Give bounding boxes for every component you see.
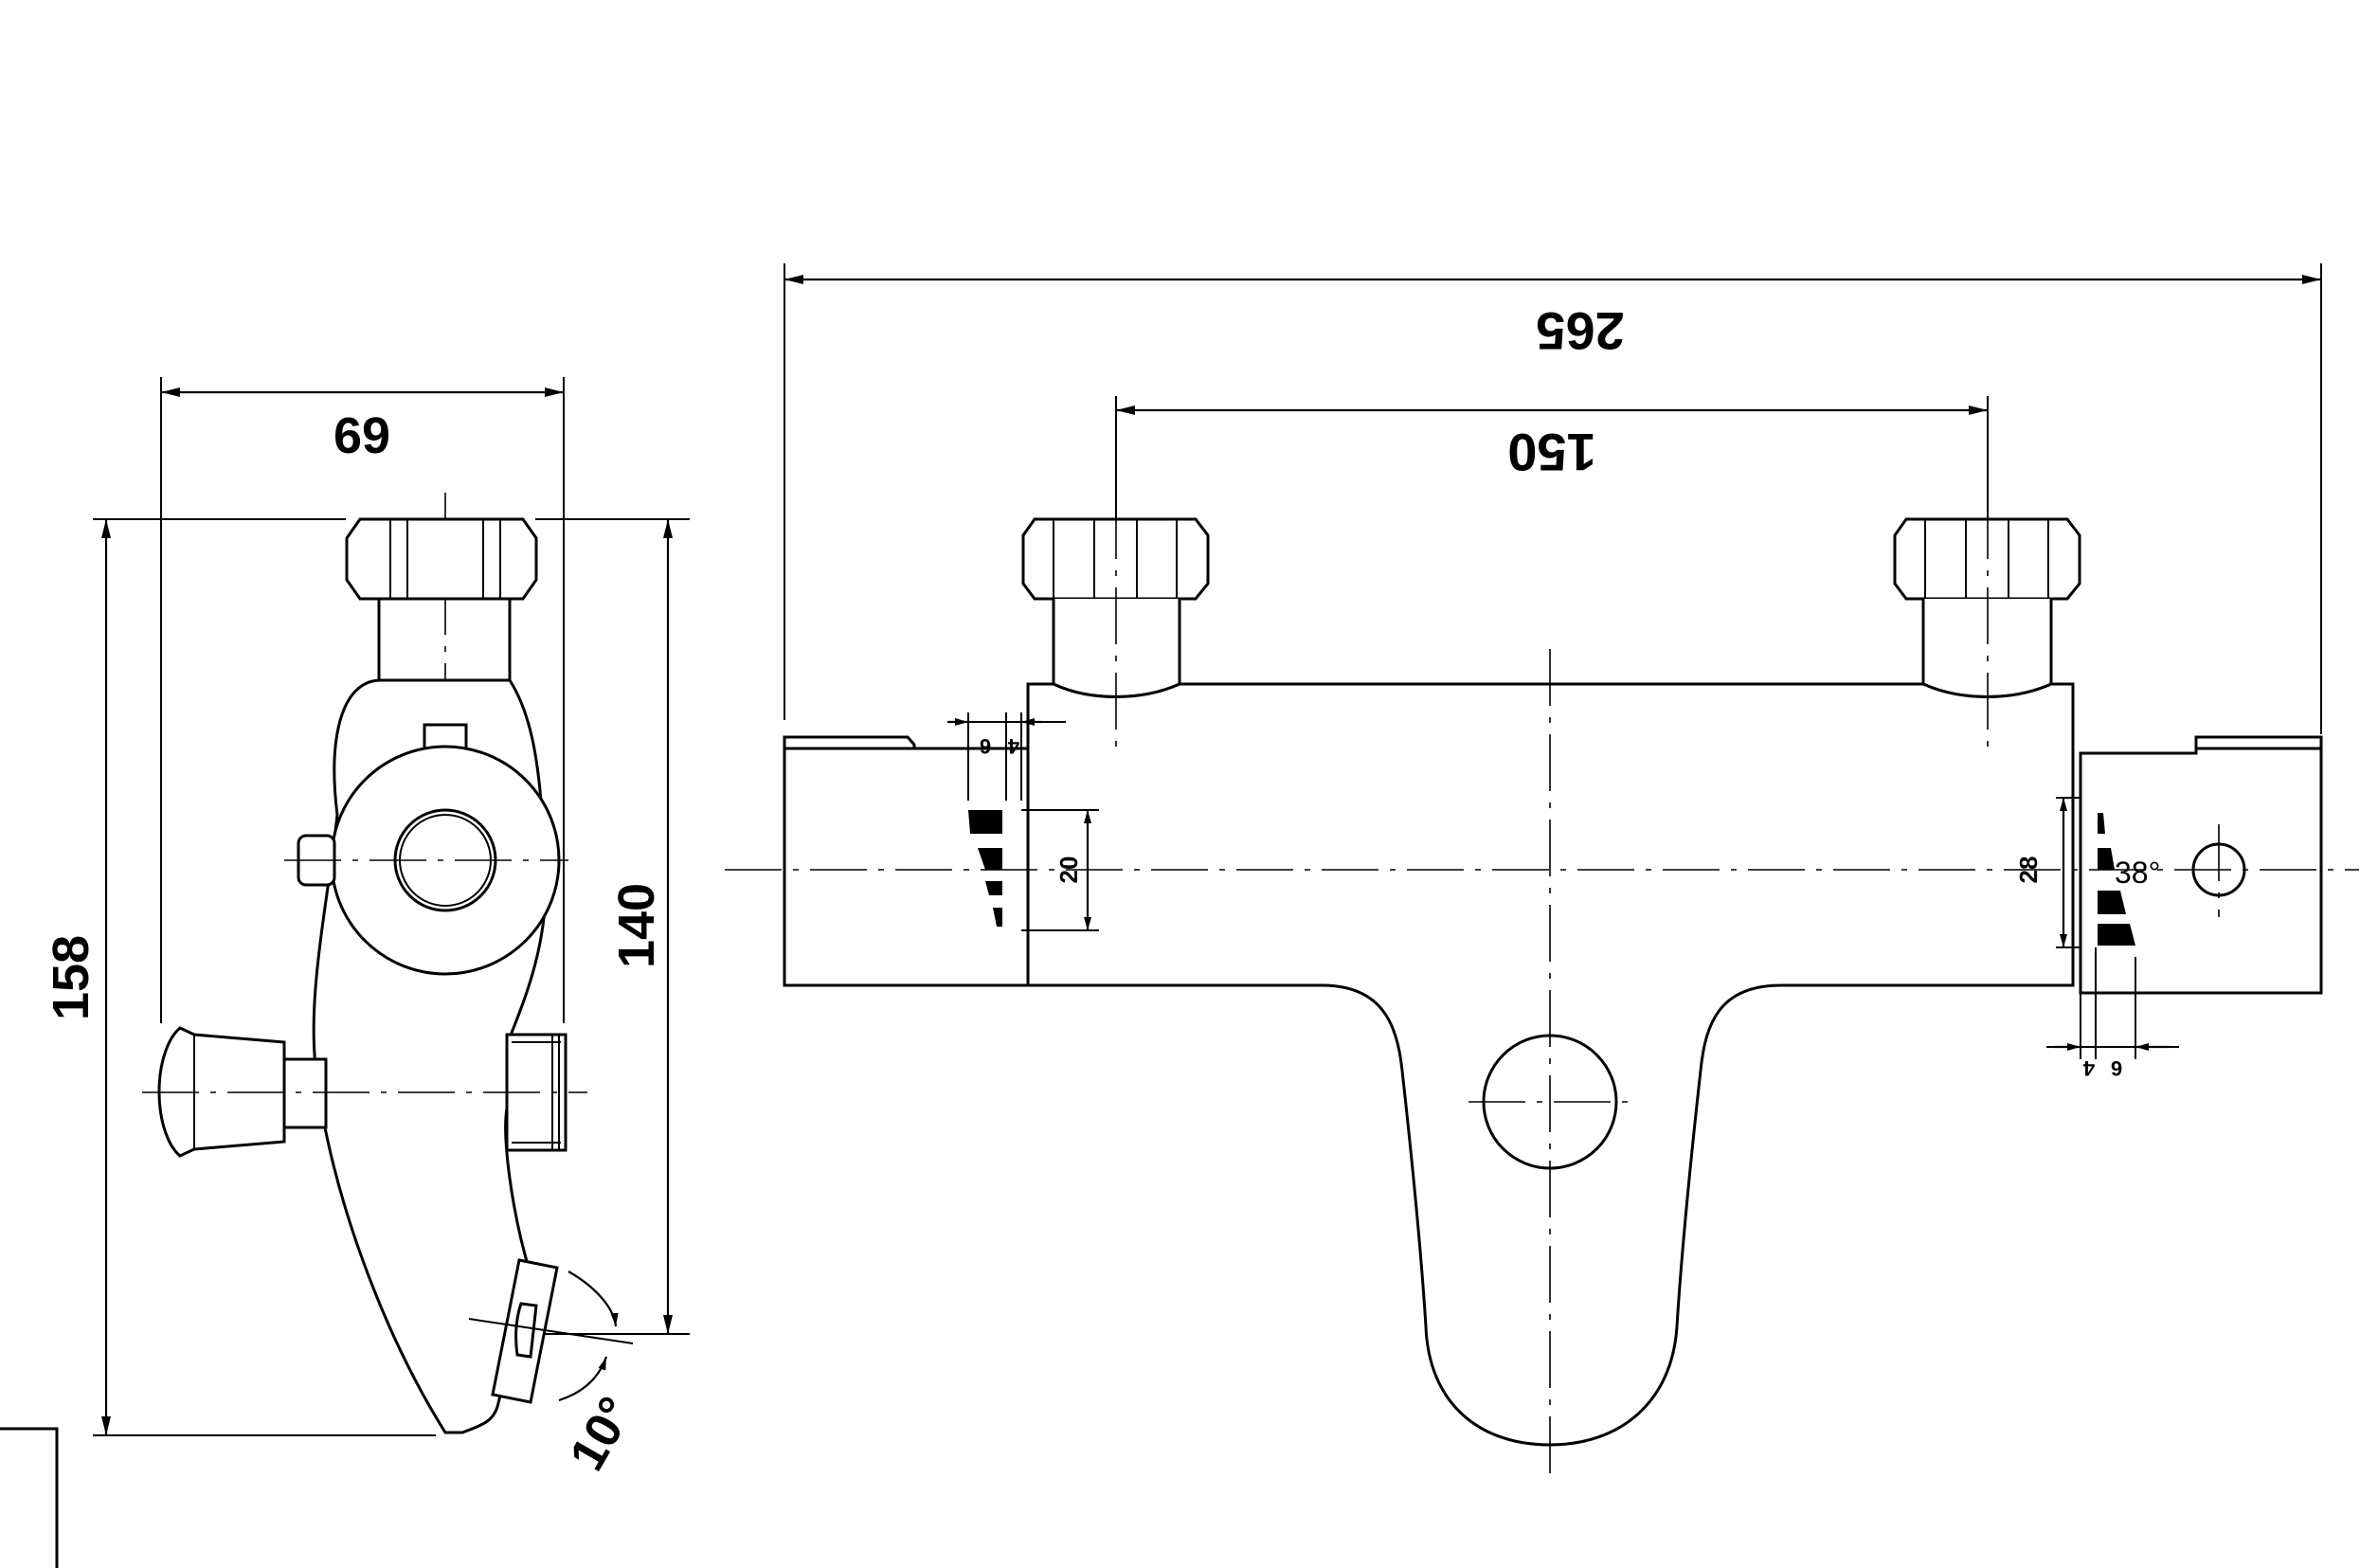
left-scale-dim-b: 4 <box>1007 734 1019 758</box>
dimension-width-label: 69 <box>333 407 390 464</box>
side-spout <box>468 1258 634 1404</box>
right-scale-dim-height: 28 <box>2014 856 2043 884</box>
left-scale-dim-height: 20 <box>1054 856 1083 884</box>
dimension-inlet-height: 140 <box>526 518 690 1335</box>
side-angle-label: 10° <box>560 1388 645 1480</box>
dimension-inlet-spacing-label: 150 <box>1507 423 1595 482</box>
dimension-overall-length-label: 265 <box>1536 301 1624 361</box>
dimension-overall-length: 265 <box>784 263 2322 734</box>
dimension-total-height: 158 <box>43 518 436 1436</box>
side-hex-nut <box>345 517 538 601</box>
side-cartridge <box>330 745 561 976</box>
front-view: 265 150 <box>725 263 2359 1478</box>
front-left-handle <box>783 684 1030 987</box>
right-scale-detail: 28 38° 4 6 <box>2014 797 2179 1080</box>
dimension-width: 69 <box>160 377 565 1023</box>
side-angle-indicator: 10° <box>558 1271 645 1480</box>
title-block-corner <box>0 1427 59 1568</box>
side-top-tab <box>423 723 468 750</box>
dimension-inlet-height-label: 140 <box>608 883 665 968</box>
dimension-total-height-label: 158 <box>43 935 99 1020</box>
side-view: 69 158 140 <box>43 377 690 1480</box>
left-scale-dim-a: 6 <box>980 734 991 758</box>
right-scale-dim-a: 6 <box>2111 1056 2122 1080</box>
right-scale-angle: 38° <box>2115 856 2160 890</box>
left-scale-detail: 6 4 20 <box>947 712 1099 931</box>
right-scale-dim-b: 4 <box>2082 1056 2095 1080</box>
side-inlet-pipe <box>377 599 512 680</box>
